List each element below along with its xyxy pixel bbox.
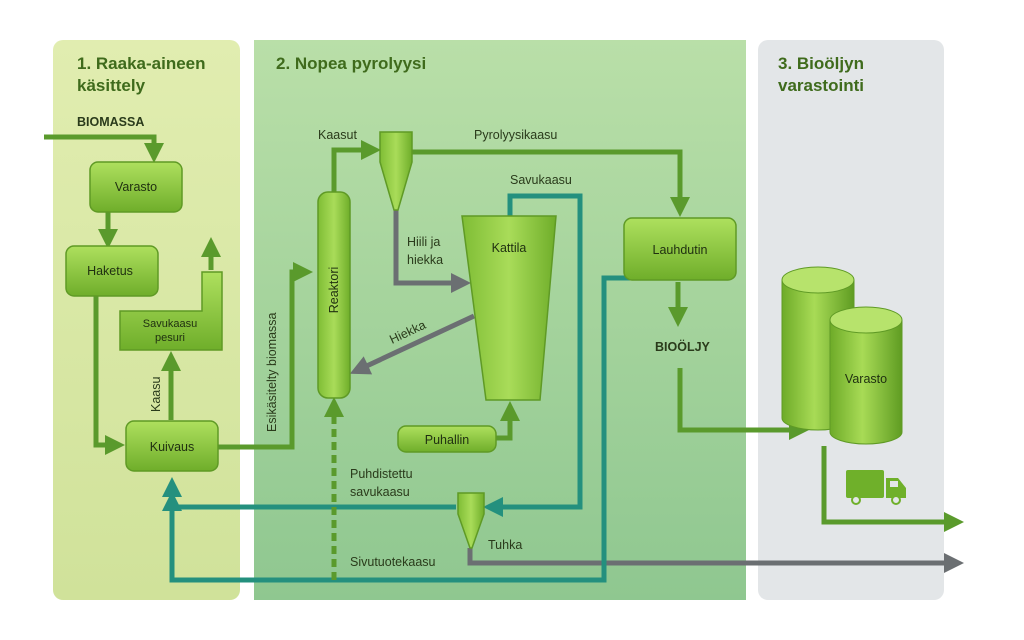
label-kaasu: Kaasu: [149, 377, 163, 412]
arrow-savukaasu: [483, 193, 583, 517]
reaktori-box: [317, 191, 351, 399]
arrow-tuhka-out: [467, 548, 964, 573]
label-biomassa: BIOMASSA: [77, 115, 144, 129]
arrow-hiekka-back: [349, 313, 476, 375]
savukaasupesuri-label-2: pesuri: [155, 332, 185, 344]
arrow-sivutuotekaasu: [162, 275, 630, 583]
label-hiili-1: Hiili ja: [407, 235, 440, 249]
arrow-biomass-in: [44, 134, 164, 163]
label-pyrolyysikaasu: Pyrolyysikaasu: [474, 128, 557, 142]
arrow-puhallin-kattila: [496, 401, 520, 441]
sykloni-2: [457, 492, 485, 549]
puhallin-box: [397, 425, 497, 453]
label-puhdistettu-1: Puhdistettu: [350, 467, 413, 481]
label-hiili-2: hiekka: [407, 253, 443, 267]
puhallin-label: Puhallin: [425, 433, 470, 447]
truck-icon: [846, 470, 906, 505]
label-savukaasu: Savukaasu: [510, 173, 572, 187]
label-bioolje: BIOÖLJY: [655, 339, 711, 354]
kuivaus-box: [125, 420, 219, 472]
haketus-box: [65, 245, 159, 297]
kattila-label: Kattila: [492, 241, 527, 255]
arrow-reaktori-sykloni: [331, 140, 381, 192]
storage-label: Varasto: [845, 372, 887, 386]
kuivaus-label: Kuivaus: [150, 440, 194, 454]
lauhdutin-label: Lauhdutin: [653, 243, 708, 257]
arrow-bioolje-storage: [677, 368, 809, 440]
section-title-3b: varastointi: [778, 76, 864, 95]
label-esikasitelty: Esikäsitelty biomassa: [265, 312, 279, 432]
savukaasupesuri-label-1: Savukaasu: [143, 318, 197, 330]
label-sivutuotekaasu: Sivutuotekaasu: [350, 555, 436, 569]
varasto-label: Varasto: [115, 180, 157, 194]
storage-tanks: [781, 266, 903, 445]
kattila-box: [461, 215, 557, 401]
arrow-pyrolyysikaasu: [412, 149, 690, 217]
savukaasupesuri-box: [119, 271, 223, 351]
lauhdutin-box: [623, 217, 737, 281]
section-title-2: 2. Nopea pyrolyysi: [276, 54, 426, 73]
label-tuhka: Tuhka: [488, 538, 522, 552]
arrow-storage-out: [821, 446, 964, 532]
varasto-box: [89, 161, 183, 213]
sykloni-1: [379, 131, 413, 211]
section-title-1a: 1. Raaka-aineen: [77, 54, 206, 73]
reaktori-label: Reaktori: [327, 267, 341, 314]
arrow-haketus-kuivaus: [93, 296, 125, 455]
section-title-1b: käsittely: [77, 76, 146, 95]
label-puhdistettu-2: savukaasu: [350, 485, 410, 499]
arrow-hiili-hiekka: [393, 205, 471, 293]
section-title-3a: 3. Bioöljyn: [778, 54, 864, 73]
label-kaasut: Kaasut: [318, 128, 357, 142]
haketus-label: Haketus: [87, 264, 133, 278]
arrow-kuivaus-reaktori: [218, 262, 313, 450]
